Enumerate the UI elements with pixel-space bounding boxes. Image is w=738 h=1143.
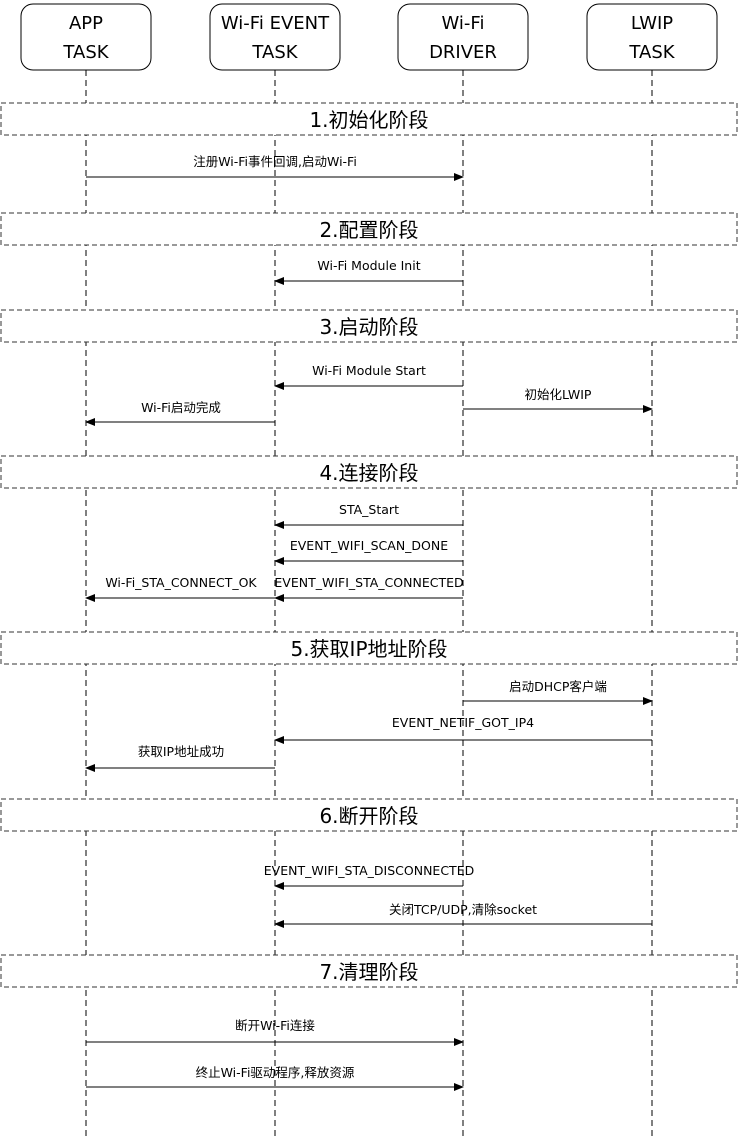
phase-7: 7.清理阶段: [0, 954, 738, 988]
phase-box: [0, 798, 738, 832]
message-10: 启动DHCP客户端: [463, 679, 653, 705]
phase-6: 6.断开阶段: [0, 798, 738, 832]
message-label: Wi-Fi_STA_CONNECT_OK: [105, 575, 257, 590]
message-4: 初始化LWIP: [463, 387, 653, 413]
message-label: 启动DHCP客户端: [509, 679, 607, 694]
phase-box: [0, 102, 738, 136]
actor-label: TASK: [62, 42, 109, 63]
message-label: 断开Wi-Fi连接: [235, 1018, 315, 1033]
phase-4: 4.连接阶段: [0, 455, 738, 489]
actor-label: APP: [69, 13, 103, 34]
message-15: 断开Wi-Fi连接: [86, 1018, 464, 1046]
actor-label: Wi-Fi EVENT: [221, 13, 330, 34]
message-8: Wi-Fi_STA_CONNECT_OK: [85, 575, 275, 602]
actor-box: [20, 3, 152, 71]
message-6: STA_Start: [274, 502, 463, 529]
actor-event: Wi-Fi EVENT TASK: [209, 3, 341, 71]
phase-label: 3.启动阶段: [319, 315, 418, 339]
phase-1: 1.初始化阶段: [0, 102, 738, 136]
actor-label: TASK: [628, 42, 675, 63]
message-label: Wi-Fi Module Start: [312, 363, 426, 378]
message-label: 获取IP地址成功: [138, 744, 224, 759]
phase-label: 5.获取IP地址阶段: [290, 637, 447, 661]
message-label: EVENT_WIFI_SCAN_DONE: [290, 538, 448, 553]
actor-box: [209, 3, 341, 71]
message-9: EVENT_WIFI_STA_CONNECTED: [274, 575, 464, 602]
message-3: Wi-Fi Module Start: [274, 363, 463, 390]
message-label: 终止Wi-Fi驱动程序,释放资源: [196, 1065, 355, 1080]
message-5: Wi-Fi启动完成: [85, 400, 275, 426]
message-13: EVENT_WIFI_STA_DISCONNECTED: [264, 863, 474, 890]
phase-5: 5.获取IP地址阶段: [0, 631, 738, 665]
message-1: 注册Wi-Fi事件回调,启动Wi-Fi: [86, 154, 464, 181]
message-label: STA_Start: [339, 502, 399, 517]
message-label: Wi-Fi启动完成: [141, 400, 221, 415]
actor-label: DRIVER: [429, 42, 497, 63]
actor-lwip: LWIP TASK: [586, 3, 718, 71]
message-2: Wi-Fi Module Init: [274, 258, 463, 285]
message-label: EVENT_WIFI_STA_CONNECTED: [274, 575, 463, 590]
phase-label: 2.配置阶段: [319, 218, 418, 242]
phase-box: [0, 212, 738, 246]
phase-box: [0, 631, 738, 665]
message-label: 初始化LWIP: [525, 387, 592, 402]
actor-label: TASK: [251, 42, 298, 63]
phase-box: [0, 455, 738, 489]
message-16: 终止Wi-Fi驱动程序,释放资源: [86, 1065, 464, 1091]
phase-label: 6.断开阶段: [319, 804, 418, 828]
actor-box: [586, 3, 718, 71]
message-11: EVENT_NETIF_GOT_IP4: [274, 715, 652, 744]
actor-box: [397, 3, 529, 71]
actor-app: APP TASK: [20, 3, 152, 71]
message-7: EVENT_WIFI_SCAN_DONE: [274, 538, 463, 565]
message-label: 注册Wi-Fi事件回调,启动Wi-Fi: [193, 154, 357, 169]
phase-3: 3.启动阶段: [0, 309, 738, 343]
phase-2: 2.配置阶段: [0, 212, 738, 246]
actor-label: Wi-Fi: [442, 13, 485, 34]
phase-label: 1.初始化阶段: [309, 108, 428, 132]
message-label: EVENT_WIFI_STA_DISCONNECTED: [264, 863, 474, 878]
phase-box: [0, 954, 738, 988]
message-label: EVENT_NETIF_GOT_IP4: [392, 715, 534, 730]
message-label: Wi-Fi Module Init: [317, 258, 420, 273]
phase-label: 4.连接阶段: [319, 461, 418, 485]
phase-label: 7.清理阶段: [319, 960, 418, 984]
phase-box: [0, 309, 738, 343]
message-14: 关闭TCP/UDP,清除socket: [274, 902, 652, 928]
actor-label: LWIP: [631, 13, 673, 34]
message-label: 关闭TCP/UDP,清除socket: [389, 902, 537, 917]
message-12: 获取IP地址成功: [85, 744, 275, 772]
